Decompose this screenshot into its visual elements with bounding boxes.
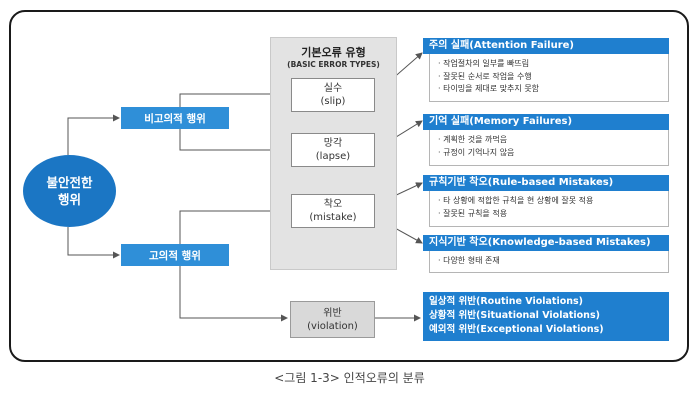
mistake-box: 착오 (mistake) [291,194,375,228]
list-item: 상황적 위반(Situational Violations) [429,310,600,321]
list-item: · 작업절차의 일부를 빠뜨림 [438,59,530,68]
violation-box: 위반 (violation) [290,301,375,338]
lapse-box: 망각 (lapse) [291,133,375,167]
slip-label-en: (slip) [320,96,346,107]
list-item: · 다양한 형태 존재 [438,256,500,265]
violation-label-en: (violation) [307,320,358,332]
violation-label-ko: 위반 [323,307,342,319]
list-item: 예외적 위반(Exceptional Violations) [429,324,604,335]
unintended-act-box: 비고의적 행위 [121,107,229,129]
list-item: · 계획한 것을 까먹음 [438,135,508,144]
intended-act-box: 고의적 행위 [121,244,229,266]
list-item: · 타이밍을 제대로 맞추지 못함 [438,84,540,93]
list-item: 일상적 위반(Routine Violations) [429,296,583,307]
panel-title: 기본오류 유형 [301,46,366,59]
slip-box: 실수 (slip) [291,78,375,112]
mistake-label-en: (mistake) [309,212,357,223]
lapse-label-ko: 망각 [323,138,343,149]
list-item: · 규정이 기억나지 않음 [438,147,515,157]
attention-failure-list: · 작업절차의 일부를 빠뜨림 · 잘못된 순서로 작업을 수행 · 타이밍을 … [429,54,669,102]
list-item: · 잘못된 순서로 작업을 수행 [438,71,532,81]
memory-failure-header: 기억 실패(Memory Failures) [423,114,669,130]
attention-failure-header: 주의 실패(Attention Failure) [423,38,669,54]
list-item: · 잘못된 규칙을 적용 [438,208,508,218]
knowledge-based-header: 지식기반 착오(Knowledge-based Mistakes) [423,235,669,251]
lapse-label-en: (lapse) [315,151,351,162]
unsafe-act-node: 불안전한 행위 [23,155,116,227]
rule-based-header: 규칙기반 착오(Rule-based Mistakes) [423,175,669,191]
list-item: · 타 상황에 적합한 규칙을 현 상황에 잘못 적용 [438,196,594,205]
panel-subtitle: (BASIC ERROR TYPES) [287,60,380,69]
rule-based-list: · 타 상황에 적합한 규칙을 현 상황에 잘못 적용 · 잘못된 규칙을 적용 [429,191,669,227]
mistake-label-ko: 착오 [323,199,343,210]
slip-label-ko: 실수 [323,83,343,94]
figure-caption: <그림 1-3> 인적오류의 분류 [274,371,425,385]
knowledge-based-list: · 다양한 형태 존재 [429,251,669,273]
memory-failure-list: · 계획한 것을 까먹음 · 규정이 기억나지 않음 [429,130,669,166]
violations-detail-box: 일상적 위반(Routine Violations) 상황적 위반(Situat… [423,292,669,341]
